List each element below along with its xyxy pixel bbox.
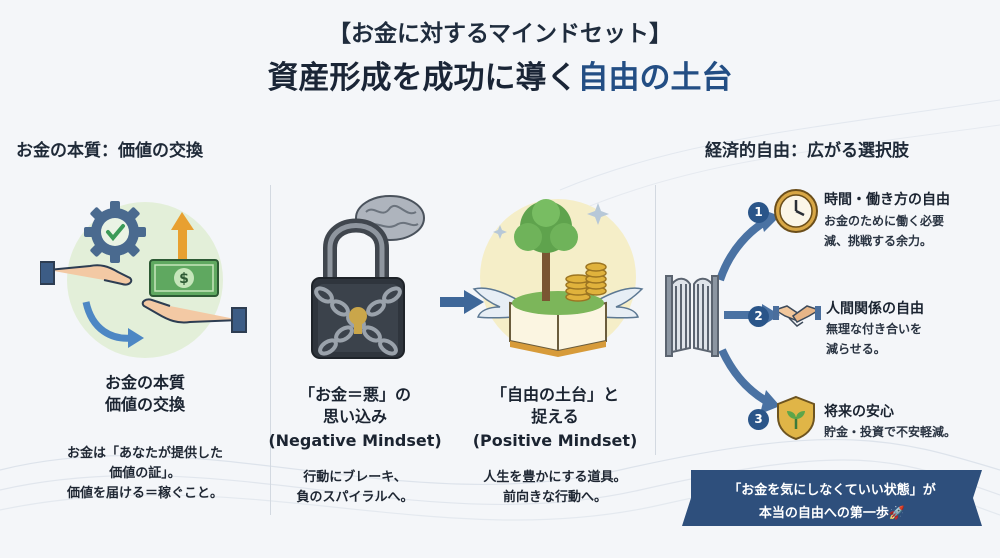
locked-mind-illustration — [311, 195, 425, 359]
tree-icon — [514, 199, 578, 301]
negative-heading-2: 思い込み — [322, 407, 387, 426]
negative-body-2: 負のスパイラルへ。 — [296, 490, 414, 505]
left-body-2: 価値の証」。 — [109, 466, 181, 481]
positive-body-2: 前向きな行動へ。 — [502, 490, 607, 505]
step-badge-3: 3 — [748, 409, 769, 430]
freedom-item-1-desc-1: お金のために働く必要 — [824, 214, 945, 228]
left-heading-1: お金の本質 — [104, 373, 185, 392]
left-body-3: 価値を届ける＝稼ぐこと。 — [66, 486, 223, 501]
banner-line-2: 本当の自由への第一歩🚀 — [758, 506, 906, 521]
coins-icon — [565, 262, 607, 302]
divider-left — [270, 185, 271, 515]
money-icon: $ — [149, 259, 219, 297]
freedom-item-3-desc-1: 貯金・投資で不安軽減。 — [824, 425, 957, 439]
freedom-item-1-desc-2: 減、挑戦する余力。 — [824, 234, 933, 248]
shield-sprout-icon — [777, 395, 815, 441]
freedom-section-title: 経済的自由：広がる選択肢 — [705, 141, 909, 161]
keyhole-icon — [349, 307, 367, 334]
clock-icon — [774, 189, 818, 233]
freedom-item-1-title: 時間・働き方の自由 — [824, 192, 950, 208]
divider-right — [655, 185, 656, 455]
positive-heading-1: 「自由の土台」と — [490, 385, 619, 404]
positive-heading-3: (Positive Mindset) — [472, 431, 638, 450]
svg-text:$: $ — [179, 271, 189, 287]
transform-arrow-icon — [440, 290, 484, 314]
left-section-title: お金の本質：価値の交換 — [16, 141, 203, 161]
gear-icon — [84, 201, 146, 263]
negative-heading-3: (Negative Mindset) — [268, 431, 442, 450]
title-accent: 自由の土台 — [577, 60, 733, 96]
step-badge-2: 2 — [748, 306, 769, 327]
left-heading-2: 価値の交換 — [104, 395, 185, 414]
freedom-foundation-illustration — [472, 199, 644, 357]
step-badge-1: 1 — [748, 202, 769, 223]
sparkle-icon — [587, 203, 609, 225]
page-subtitle: 【お金に対するマインドセット】 — [327, 21, 673, 47]
negative-heading-1: 「お金＝悪」の — [298, 385, 411, 404]
positive-heading-2: 捉える — [531, 407, 579, 426]
freedom-item-2-title: 人間関係の自由 — [826, 301, 924, 317]
handshake-icon — [773, 305, 821, 327]
freedom-item-3-title: 将来の安心 — [824, 404, 894, 420]
positive-body-1: 人生を豊かにする道具。 — [483, 470, 627, 485]
page-title: 資産形成を成功に導く自由の土台 — [0, 52, 1000, 97]
freedom-item-2-desc-2: 減らせる。 — [826, 342, 886, 356]
freedom-item-2-desc-1: 無理な付き合いを — [826, 322, 923, 336]
left-body-1: お金は「あなたが提供した — [66, 446, 223, 461]
open-gate-illustration — [665, 208, 780, 414]
conclusion-banner: 「お金を気にしなくていい状態」が 本当の自由への第一歩🚀 — [682, 470, 982, 526]
value-exchange-illustration: $ — [40, 201, 247, 358]
gate-icon — [665, 275, 719, 357]
banner-line-1: 「お金を気にしなくていい状態」が — [728, 483, 936, 498]
negative-body-1: 行動にブレーキ、 — [303, 470, 407, 485]
arrow-up-icon — [171, 212, 194, 260]
title-main: 資産形成を成功に導く — [267, 60, 578, 96]
